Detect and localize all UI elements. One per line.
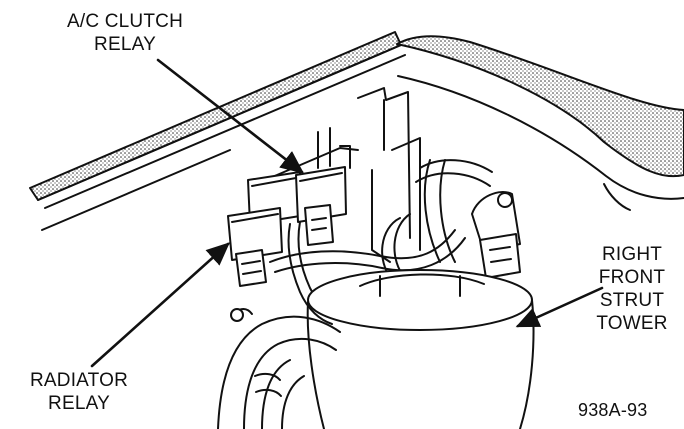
strut-tower-drawing: [306, 269, 535, 429]
radiator-relay-label: RADIATOR RELAY: [14, 369, 144, 415]
radiator-relay-arrow: [90, 242, 230, 368]
strut-tower-label: RIGHT FRONT STRUT TOWER: [590, 243, 674, 335]
radiator-relay-drawing: [227, 207, 283, 287]
radiator-relay-label-line-1: RADIATOR: [29, 370, 129, 391]
radiator-relay-label-line-2: RELAY: [48, 393, 110, 414]
strut-tower-label-line-1: RIGHT: [601, 244, 663, 265]
hose-lines: [217, 308, 341, 429]
ac-clutch-relay-label: A/C CLUTCH RELAY: [50, 10, 200, 56]
harness-relay-drawing: [471, 191, 521, 279]
strut-tower-label-line-3: STRUT: [599, 290, 665, 311]
strut-tower-label-line-4: TOWER: [596, 313, 668, 334]
ac-clutch-relay-label-line-2: RELAY: [94, 34, 156, 55]
strut-tower-arrow: [515, 286, 604, 328]
ac-clutch-relay-label-line-1: A/C CLUTCH: [66, 11, 183, 32]
strut-tower-label-line-2: FRONT: [598, 267, 666, 288]
ac-relay-arrow: [156, 58, 305, 174]
figure-id: 938A-93: [578, 400, 648, 420]
fender-top: [396, 35, 684, 178]
